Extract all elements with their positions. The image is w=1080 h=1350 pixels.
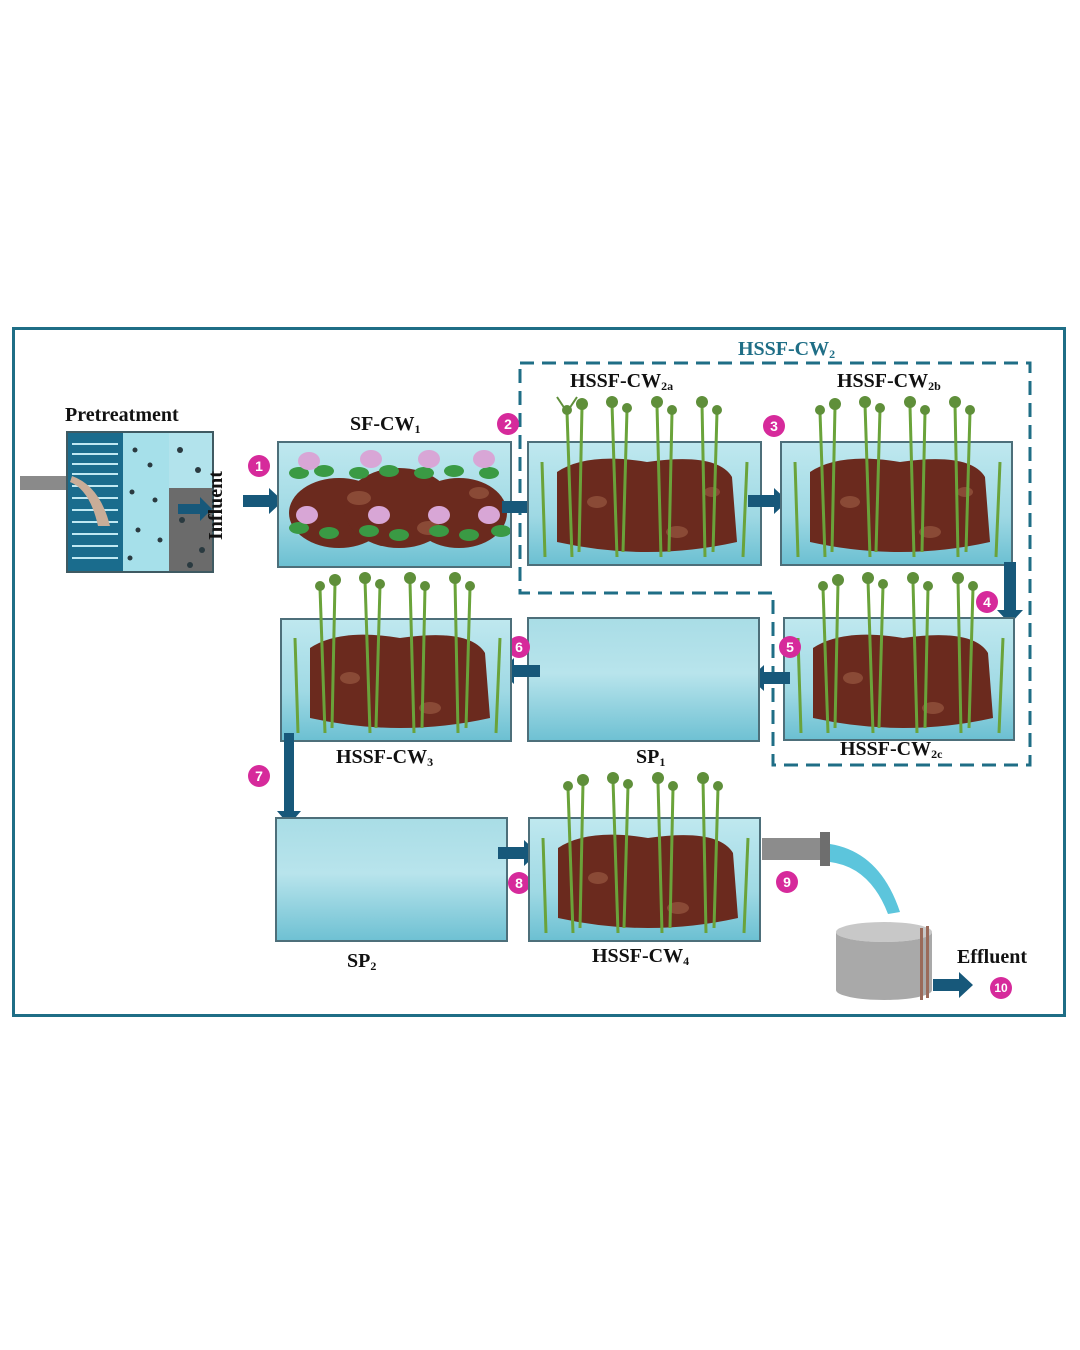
sampling-point-2: 2 <box>497 413 519 435</box>
hssf-cw2c-label: HSSF-CW2c <box>840 738 943 761</box>
sp1-pond <box>527 617 760 742</box>
influent-label: Influent <box>205 471 227 540</box>
reed-bed-icon <box>796 572 1005 734</box>
effluent-outlet <box>762 832 932 1000</box>
reed-bed-icon <box>541 772 750 934</box>
flow-arrow-5 <box>750 665 790 691</box>
sampling-point-10: 10 <box>990 977 1012 999</box>
reed-bed-icon <box>793 396 1002 558</box>
collection-tank-icon <box>836 922 932 942</box>
sampling-point-4: 4 <box>976 591 998 613</box>
sampling-point-9: 9 <box>776 871 798 893</box>
flow-arrow-effluent <box>933 972 973 998</box>
pretreatment-outlet-arrow <box>178 497 212 521</box>
hssf-cw2a-label: HSSF-CW2a <box>570 370 674 393</box>
sp2-pond <box>275 817 508 942</box>
inlet-pipe <box>20 476 70 490</box>
sampling-point-3: 3 <box>763 415 785 437</box>
pretreatment-label: Pretreatment <box>65 404 179 426</box>
effluent-label: Effluent <box>957 946 1027 968</box>
water-stream-icon <box>830 844 900 914</box>
sampling-point-1: 1 <box>248 455 270 477</box>
sf-cw1-tank <box>277 441 512 568</box>
hssf-cw2-group-label: HSSF-CW2 <box>738 338 836 361</box>
hssf-cw3-label: HSSF-CW3 <box>336 746 434 769</box>
sampling-point-5: 5 <box>779 636 801 658</box>
reed-bed-icon <box>540 396 749 558</box>
reed-bed-icon <box>293 572 502 734</box>
hssf-cw2b-label: HSSF-CW2b <box>837 370 941 393</box>
sampling-point-6: 6 <box>508 636 530 658</box>
sf-cw1-label: SF-CW1 <box>350 413 421 436</box>
flow-arrow-7 <box>277 733 301 825</box>
flow-arrow-4 <box>997 562 1023 624</box>
flow-arrow-3 <box>748 488 788 514</box>
sp2-label: SP2 <box>347 950 377 973</box>
outlet-pipe-icon <box>762 838 824 860</box>
floating-plants-icon <box>289 450 510 548</box>
pretreatment-unit <box>20 431 214 573</box>
sampling-point-7: 7 <box>248 765 270 787</box>
hssf-cw4-label: HSSF-CW4 <box>592 945 690 968</box>
sampling-point-8: 8 <box>508 872 530 894</box>
flow-arrow-1 <box>243 488 283 514</box>
sp1-label: SP1 <box>636 746 666 769</box>
